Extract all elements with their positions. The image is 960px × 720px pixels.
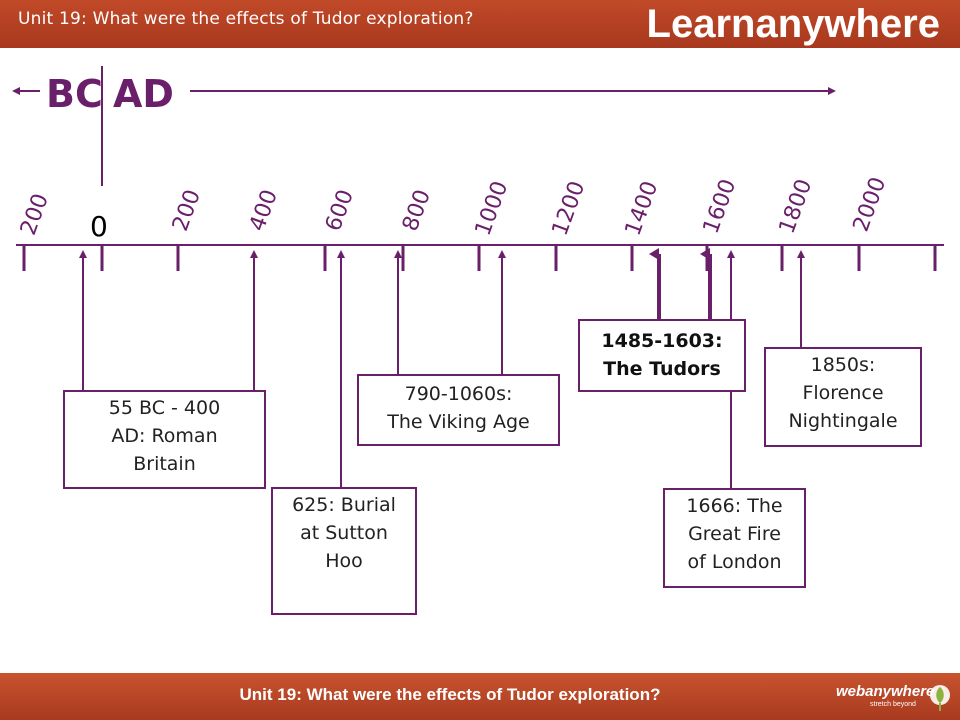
event-nightingale-line3: Nightingale [788, 410, 898, 432]
event-roman-line1: 55 BC - 400 [108, 397, 221, 419]
header-title: Unit 19: What were the effects of Tudor … [18, 9, 474, 29]
ad-label: AD [113, 72, 174, 116]
event-sutton-line2: at Sutton [300, 522, 388, 544]
event-roman-britain: 55 BC - 400 AD: Roman Britain [63, 390, 266, 489]
footer-bar: Unit 19: What were the effects of Tudor … [0, 673, 960, 720]
zero-label: 0 [90, 210, 108, 243]
event-fire-line2: Great Fire [688, 523, 781, 545]
footer-title: Unit 19: What were the effects of Tudor … [239, 685, 661, 704]
event-tudors: 1485-1603: The Tudors [578, 319, 746, 392]
event-tudors-line2: The Tudors [603, 358, 721, 380]
event-viking-age: 790-1060s: The Viking Age [357, 374, 560, 446]
event-fire-line1: 1666: The [686, 495, 783, 517]
event-sutton-line3: Hoo [325, 550, 363, 572]
header-bar: Unit 19: What were the effects of Tudor … [0, 0, 960, 48]
event-florence-nightingale: 1850s: Florence Nightingale [764, 347, 922, 447]
webanywhere-brand: webanywhere [836, 683, 935, 700]
event-sutton-line1: 625: Burial [292, 494, 396, 516]
event-fire-line3: of London [687, 551, 782, 573]
event-roman-line2: AD: Roman [111, 425, 218, 447]
event-tudors-line1: 1485-1603: [601, 330, 723, 352]
event-great-fire: 1666: The Great Fire of London [663, 488, 806, 588]
leaf-icon [930, 685, 950, 711]
event-roman-line3: Britain [133, 453, 196, 475]
event-nightingale-line2: Florence [802, 382, 884, 404]
event-viking-line2: The Viking Age [387, 411, 530, 433]
webanywhere-logo: webanywhere stretch beyond [836, 681, 935, 713]
event-sutton-hoo: 625: Burial at Sutton Hoo [271, 487, 417, 615]
webanywhere-tagline: stretch beyond [870, 701, 916, 708]
event-nightingale-line1: 1850s: [810, 354, 876, 376]
learnanywhere-logo: Learnanywhere [646, 2, 940, 46]
timeline-ticks [22, 245, 937, 271]
bc-label: BC [46, 72, 103, 116]
event-viking-line1: 790-1060s: [404, 383, 513, 405]
